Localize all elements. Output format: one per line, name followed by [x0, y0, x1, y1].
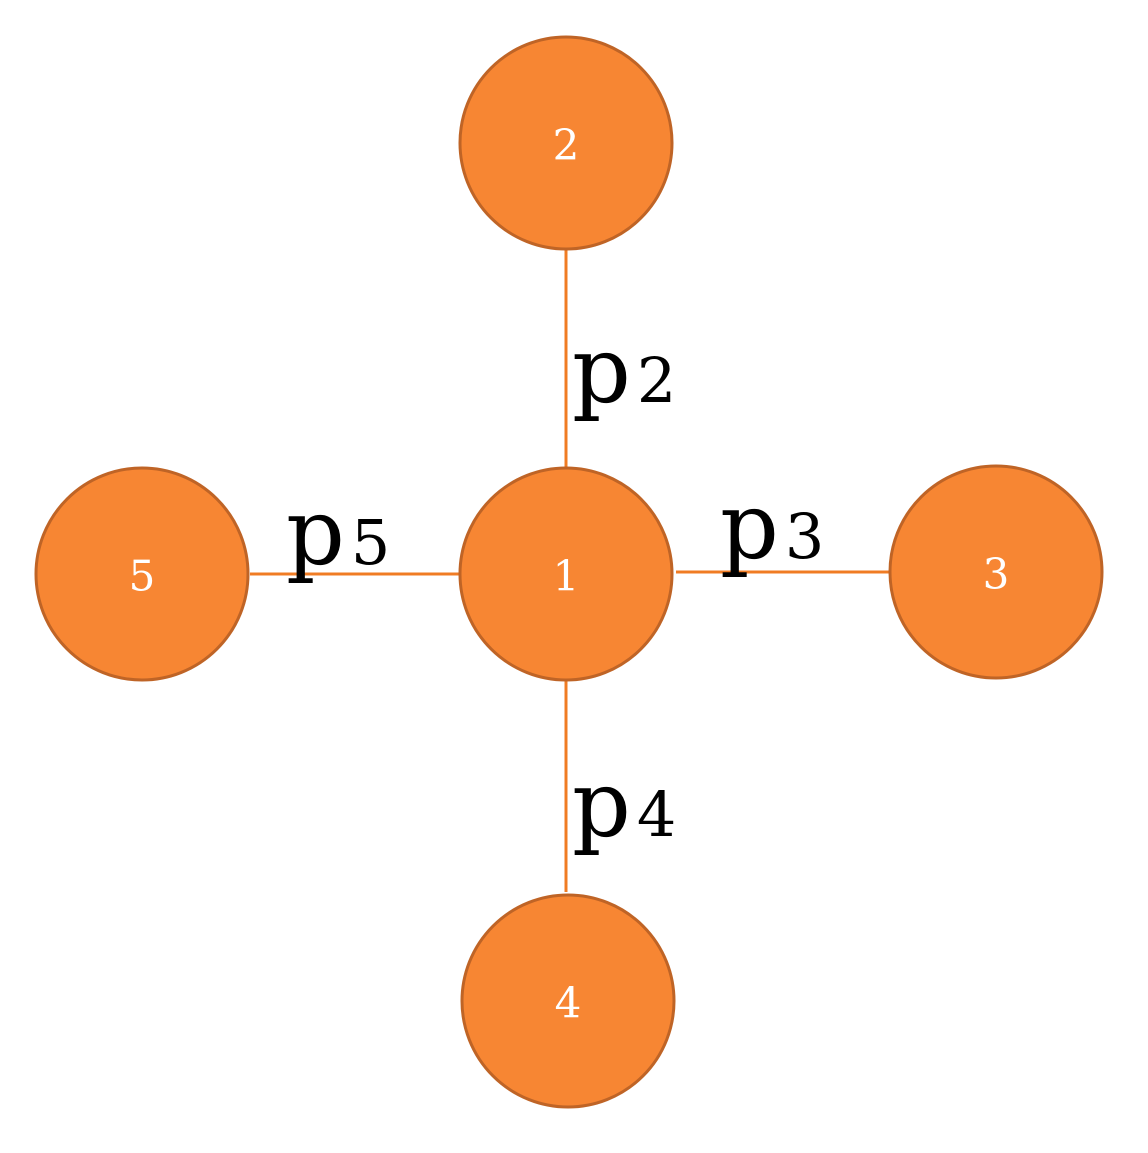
node-1: 1: [458, 466, 674, 682]
edge-label-p5-sub: 5: [351, 506, 390, 579]
edge-label-p2: p2: [572, 317, 676, 424]
node-5-label: 5: [129, 552, 156, 601]
edge-label-p4-main: p: [572, 751, 631, 858]
edge-label-p3-main: p: [720, 473, 779, 580]
node-4-circle: [460, 893, 676, 1109]
node-3-circle: [888, 464, 1104, 680]
node-4-label: 4: [555, 979, 582, 1028]
edge-label-p2-main: p: [572, 317, 631, 424]
node-3: 3: [888, 464, 1104, 680]
node-5-circle: [34, 466, 250, 682]
node-2: 2: [458, 35, 674, 251]
node-5: 5: [34, 466, 250, 682]
node-3-label: 3: [983, 550, 1010, 599]
node-2-circle: [458, 35, 674, 251]
edge-label-p5-main: p: [286, 479, 345, 586]
node-1-circle: [458, 466, 674, 682]
node-2-label: 2: [553, 121, 580, 170]
edge-label-p4: p4: [572, 751, 676, 858]
edge-label-p4-sub: 4: [637, 778, 676, 851]
node-1-label: 1: [553, 552, 580, 601]
edge-label-p2-sub: 2: [637, 344, 676, 417]
node-4: 4: [460, 893, 676, 1109]
edge-label-p3: p3: [720, 473, 824, 580]
edge-label-p5: p5: [286, 479, 390, 586]
edge-label-p3-sub: 3: [785, 500, 824, 573]
